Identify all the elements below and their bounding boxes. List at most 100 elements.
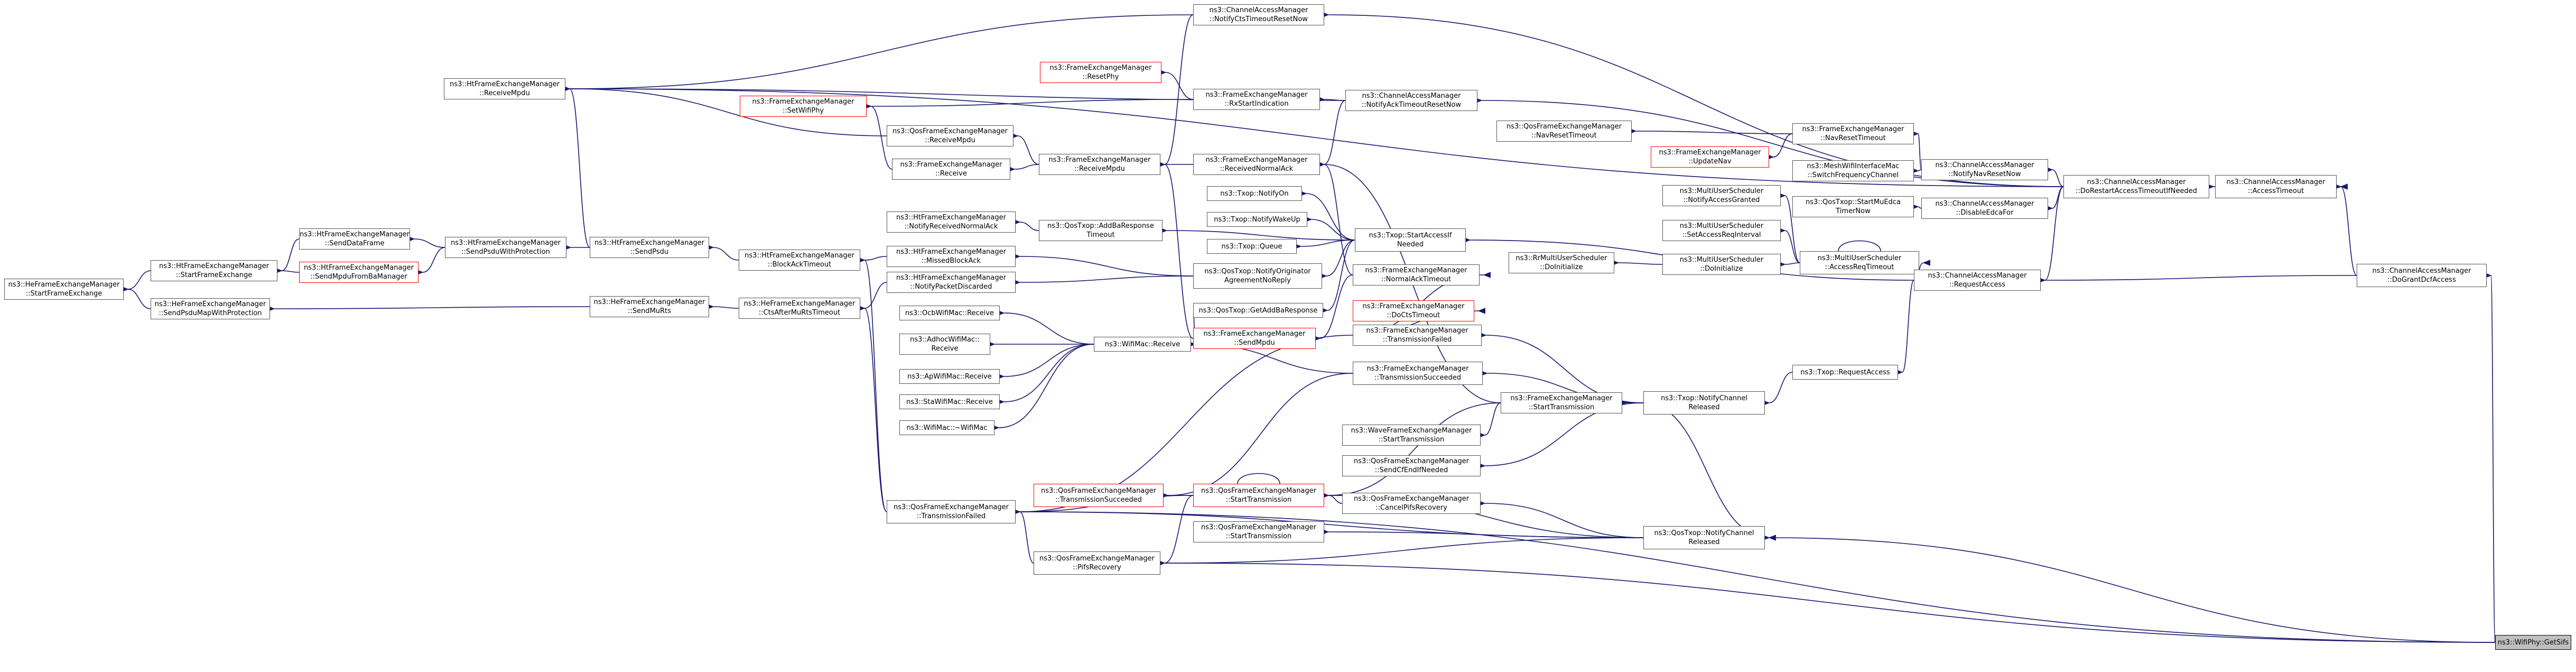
node-qTS[interactable]: ns3::QosFrameExchangeManager::Transmissi…	[1034, 484, 1164, 507]
node-fTF[interactable]: ns3::FrameExchangeManager::TransmissionF…	[1353, 325, 1482, 346]
node-musSAR[interactable]: ns3::MultiUserScheduler::SetAccessReqInt…	[1662, 220, 1781, 241]
node-label: ns3::Txop::NotifyChannel	[1660, 394, 1748, 402]
node-qPR[interactable]: ns3::QosFrameExchangeManager::PifsRecove…	[1034, 551, 1160, 575]
node-qtGAB[interactable]: ns3::QosTxop::GetAddBaResponse	[1193, 303, 1323, 318]
node-muDoI[interactable]: ns3::RrMultiUserScheduler::DoInitialize	[1509, 252, 1614, 273]
node-wmR[interactable]: ns3::WifiMac::Receive	[1094, 337, 1191, 352]
call-edge	[563, 86, 887, 136]
node-camAT[interactable]: ns3::ChannelAccessManager::AccessTimeout	[2215, 175, 2337, 198]
call-edge	[1161, 373, 1353, 499]
node-label: ::TransmissionSucceeded	[1374, 374, 1462, 382]
node-txNW[interactable]: ns3::Txop::NotifyWakeUp	[1207, 212, 1307, 227]
call-edge	[1008, 164, 1039, 172]
node-camDE[interactable]: ns3::ChannelAccessManager::DisableEdcaFo…	[1921, 198, 2048, 219]
node-label: ::TransmissionSucceeded	[1055, 496, 1142, 504]
node-heSMS[interactable]: ns3::HeFrameExchangeManager::SendMuRts	[590, 296, 709, 317]
node-label: ::SendMuRts	[628, 307, 671, 315]
node-camDRA[interactable]: ns3::ChannelAccessManager::DoRestartAcce…	[2063, 175, 2209, 198]
node-qfNRT[interactable]: ns3::QosFrameExchangeManager::NavResetTi…	[1496, 121, 1632, 142]
node-label: ::SetWifiPhy	[782, 107, 824, 115]
node-txRA[interactable]: ns3::Txop::RequestAccess	[1792, 365, 1898, 380]
node-heCAM[interactable]: ns3::HeFrameExchangeManager::CtsAfterMuR…	[739, 298, 860, 319]
node-qST[interactable]: ns3::QosFrameExchangeManager::StartTrans…	[1193, 521, 1324, 542]
node-fSM[interactable]: ns3::FrameExchangeManager::SendMpdu	[1193, 328, 1316, 349]
node-qSCE[interactable]: ns3::QosFrameExchangeManager::SendCfEndI…	[1342, 455, 1481, 476]
node-htSP[interactable]: ns3::HtFrameExchangeManager::SendPsdu	[590, 237, 709, 258]
node-htSFE[interactable]: ns3::HtFrameExchangeManager::StartFrameE…	[151, 260, 277, 281]
node-label: ns3::FrameExchangeManager	[1366, 365, 1469, 373]
node-htSMB[interactable]: ns3::HtFrameExchangeManager::SendMpduFro…	[299, 262, 419, 283]
node-qCPR[interactable]: ns3::QosFrameExchangeManager::CancelPifs…	[1342, 493, 1481, 514]
node-label: ns3::MultiUserScheduler	[1679, 256, 1764, 264]
node-fNAT[interactable]: ns3::FrameExchangeManager::NormalAckTime…	[1353, 264, 1480, 286]
node-fNRT[interactable]: ns3::FrameExchangeManager::NavResetTimeo…	[1792, 123, 1914, 144]
node-txQ[interactable]: ns3::Txop::Queue	[1207, 239, 1297, 254]
node-adhR[interactable]: ns3::AdhocWifiMac::Receive	[899, 334, 990, 355]
node-label: ::BlockAckTimeout	[767, 261, 832, 269]
node-label: ns3::FrameExchangeManager	[1659, 149, 1761, 157]
node-heSPE[interactable]: ns3::HeFrameExchangeManager::StartFrameE…	[4, 279, 124, 300]
call-edge	[1766, 133, 1793, 160]
node-label: ns3::Txop::NotifyOn	[1220, 189, 1289, 198]
node-camNCT[interactable]: ns3::ChannelAccessManager::NotifyCtsTime…	[1193, 4, 1324, 25]
node-qRM[interactable]: ns3::QosFrameExchangeManager::ReceiveMpd…	[887, 125, 1013, 146]
call-edge	[1013, 509, 1644, 538]
node-ocbR[interactable]: ns3::OcbWifiMac::Receive	[899, 306, 1000, 320]
node-fUN[interactable]: ns3::FrameExchangeManager::UpdateNav	[1651, 146, 1769, 168]
call-edge	[1478, 500, 1644, 538]
node-label: ::CancelPifsRecovery	[1375, 504, 1447, 512]
node-htSPWP[interactable]: ns3::HtFrameExchangeManager::SendPsduWit…	[445, 237, 566, 258]
node-camNNR[interactable]: ns3::ChannelAccessManager::NotifyNavRese…	[1921, 159, 2048, 180]
node-label: ::ReceiveMpdu	[1074, 165, 1125, 173]
node-fDCT[interactable]: ns3::FrameExchangeManager::DoCtsTimeout	[1353, 300, 1474, 321]
node-mwiSF[interactable]: ns3::MeshWifiInterfaceMac::SwitchFrequen…	[1792, 160, 1914, 181]
node-fRNA[interactable]: ns3::FrameExchangeManager::ReceivedNorma…	[1193, 154, 1320, 175]
node-label: Released	[1688, 403, 1720, 411]
node-wmD[interactable]: ns3::WifiMac::~WifiMac	[899, 420, 994, 435]
call-edge	[2333, 183, 2357, 276]
node-fST[interactable]: ns3::FrameExchangeManager::StartTransmis…	[1501, 392, 1622, 413]
node-fSWP[interactable]: ns3::FrameExchangeManager::SetWifiPhy	[740, 96, 867, 117]
call-edge	[1911, 204, 1922, 210]
node-fRecv[interactable]: ns3::FrameExchangeManager::Receive	[892, 159, 1010, 180]
node-htNRN[interactable]: ns3::HtFrameExchangeManager::NotifyRecei…	[887, 211, 1016, 233]
node-heSPM[interactable]: ns3::HeFrameExchangeManager::SendPsduMap…	[151, 298, 270, 319]
node-htNPD[interactable]: ns3::HtFrameExchangeManager::NotifyPacke…	[887, 272, 1016, 293]
node-staR[interactable]: ns3::StaWifiMac::Receive	[899, 394, 1000, 409]
call-edge	[857, 305, 887, 512]
node-label: Released	[1688, 538, 1720, 546]
node-label: ns3::ChannelAccessManager	[2226, 178, 2326, 186]
node-camRA[interactable]: ns3::ChannelAccessManager::RequestAccess	[1914, 270, 2041, 291]
node-htBAT[interactable]: ns3::HtFrameExchangeManager::BlockAckTim…	[739, 250, 860, 271]
call-edge	[407, 236, 445, 248]
node-wfST[interactable]: ns3::WaveFrameExchangeManager::StartTran…	[1342, 425, 1481, 446]
node-qTF[interactable]: ns3::QosFrameExchangeManager::Transmissi…	[887, 500, 1016, 523]
node-htRM[interactable]: ns3::HtFrameExchangeManager::ReceiveMpdu	[444, 78, 565, 99]
node-camDGD[interactable]: ns3::ChannelAccessManager::DoGrantDcfAcc…	[2357, 264, 2487, 287]
call-edge	[1013, 253, 1194, 277]
node-qST_red[interactable]: ns3::QosFrameExchangeManager::StartTrans…	[1193, 484, 1324, 507]
node-label: ns3::ChannelAccessManager	[1935, 200, 2034, 208]
node-fRP[interactable]: ns3::FrameExchangeManager::ResetPhy	[1040, 62, 1161, 83]
node-htSDF[interactable]: ns3::HtFrameExchangeManager::SendDataFra…	[299, 228, 410, 250]
node-label: ns3::ChannelAccessManager	[2087, 178, 2186, 186]
node-fRMpdu[interactable]: ns3::FrameExchangeManager::ReceiveMpdu	[1039, 154, 1160, 175]
node-htMBA[interactable]: ns3::HtFrameExchangeManager::MissedBlock…	[887, 246, 1016, 267]
node-apR[interactable]: ns3::ApWifiMac::Receive	[899, 369, 1000, 384]
node-label: ns3::ChannelAccessManager	[1362, 92, 1461, 100]
call-edge	[1629, 128, 1793, 134]
node-musARF[interactable]: ns3::MultiUserScheduler::AccessReqTimeou…	[1800, 251, 1919, 274]
node-musDoI[interactable]: ns3::MultiUserScheduler::DoInitialize	[1662, 254, 1781, 275]
node-txNO[interactable]: ns3::Txop::NotifyOn	[1207, 186, 1302, 201]
node-camNAT[interactable]: ns3::ChannelAccessManager::NotifyAckTime…	[1345, 90, 1477, 111]
node-fRSI[interactable]: ns3::FrameExchangeManager::RxStartIndica…	[1193, 89, 1320, 110]
node-musNAG[interactable]: ns3::MultiUserScheduler::NotifyAccessGra…	[1662, 185, 1781, 206]
call-edge	[2045, 167, 2064, 187]
node-fTS[interactable]: ns3::FrameExchangeManager::TransmissionS…	[1353, 362, 1483, 385]
